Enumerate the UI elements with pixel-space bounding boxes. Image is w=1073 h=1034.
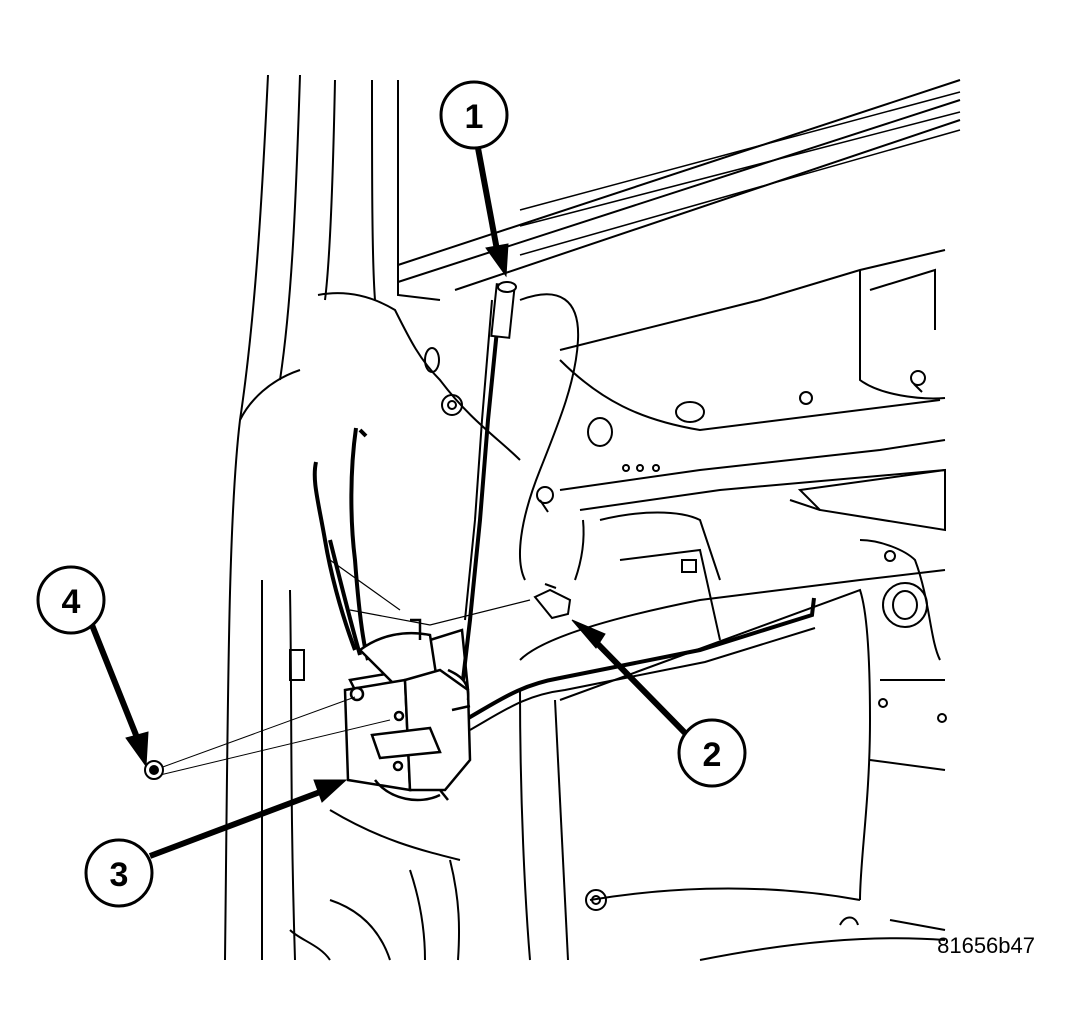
handle-rods <box>312 427 370 661</box>
callout-3-label: 3 <box>110 856 129 894</box>
door-edge <box>224 74 399 961</box>
callout-2: 2 <box>677 718 747 788</box>
callout-arrows <box>87 147 691 859</box>
callout-2-label: 2 <box>703 736 722 774</box>
callout-4-circle <box>36 565 106 635</box>
lock-rod <box>461 281 517 681</box>
callout-1: 1 <box>439 80 509 150</box>
callout-2-circle <box>677 718 747 788</box>
callout-1-label: 1 <box>465 98 484 136</box>
callout-1-circle <box>439 80 509 150</box>
inner-panel <box>289 249 946 961</box>
door-latch <box>343 618 472 802</box>
callout-3: 3 <box>84 838 154 908</box>
figure-id: 81656b47 <box>937 933 1035 958</box>
panel-holes <box>289 347 947 926</box>
callout-3-circle <box>84 838 154 908</box>
callout-4-label: 4 <box>62 583 81 621</box>
callout-4: 4 <box>36 565 106 635</box>
linkage-rod <box>464 597 816 731</box>
latch-screw <box>144 696 391 780</box>
thin-linkage <box>329 559 531 626</box>
rod-clip <box>533 519 585 620</box>
